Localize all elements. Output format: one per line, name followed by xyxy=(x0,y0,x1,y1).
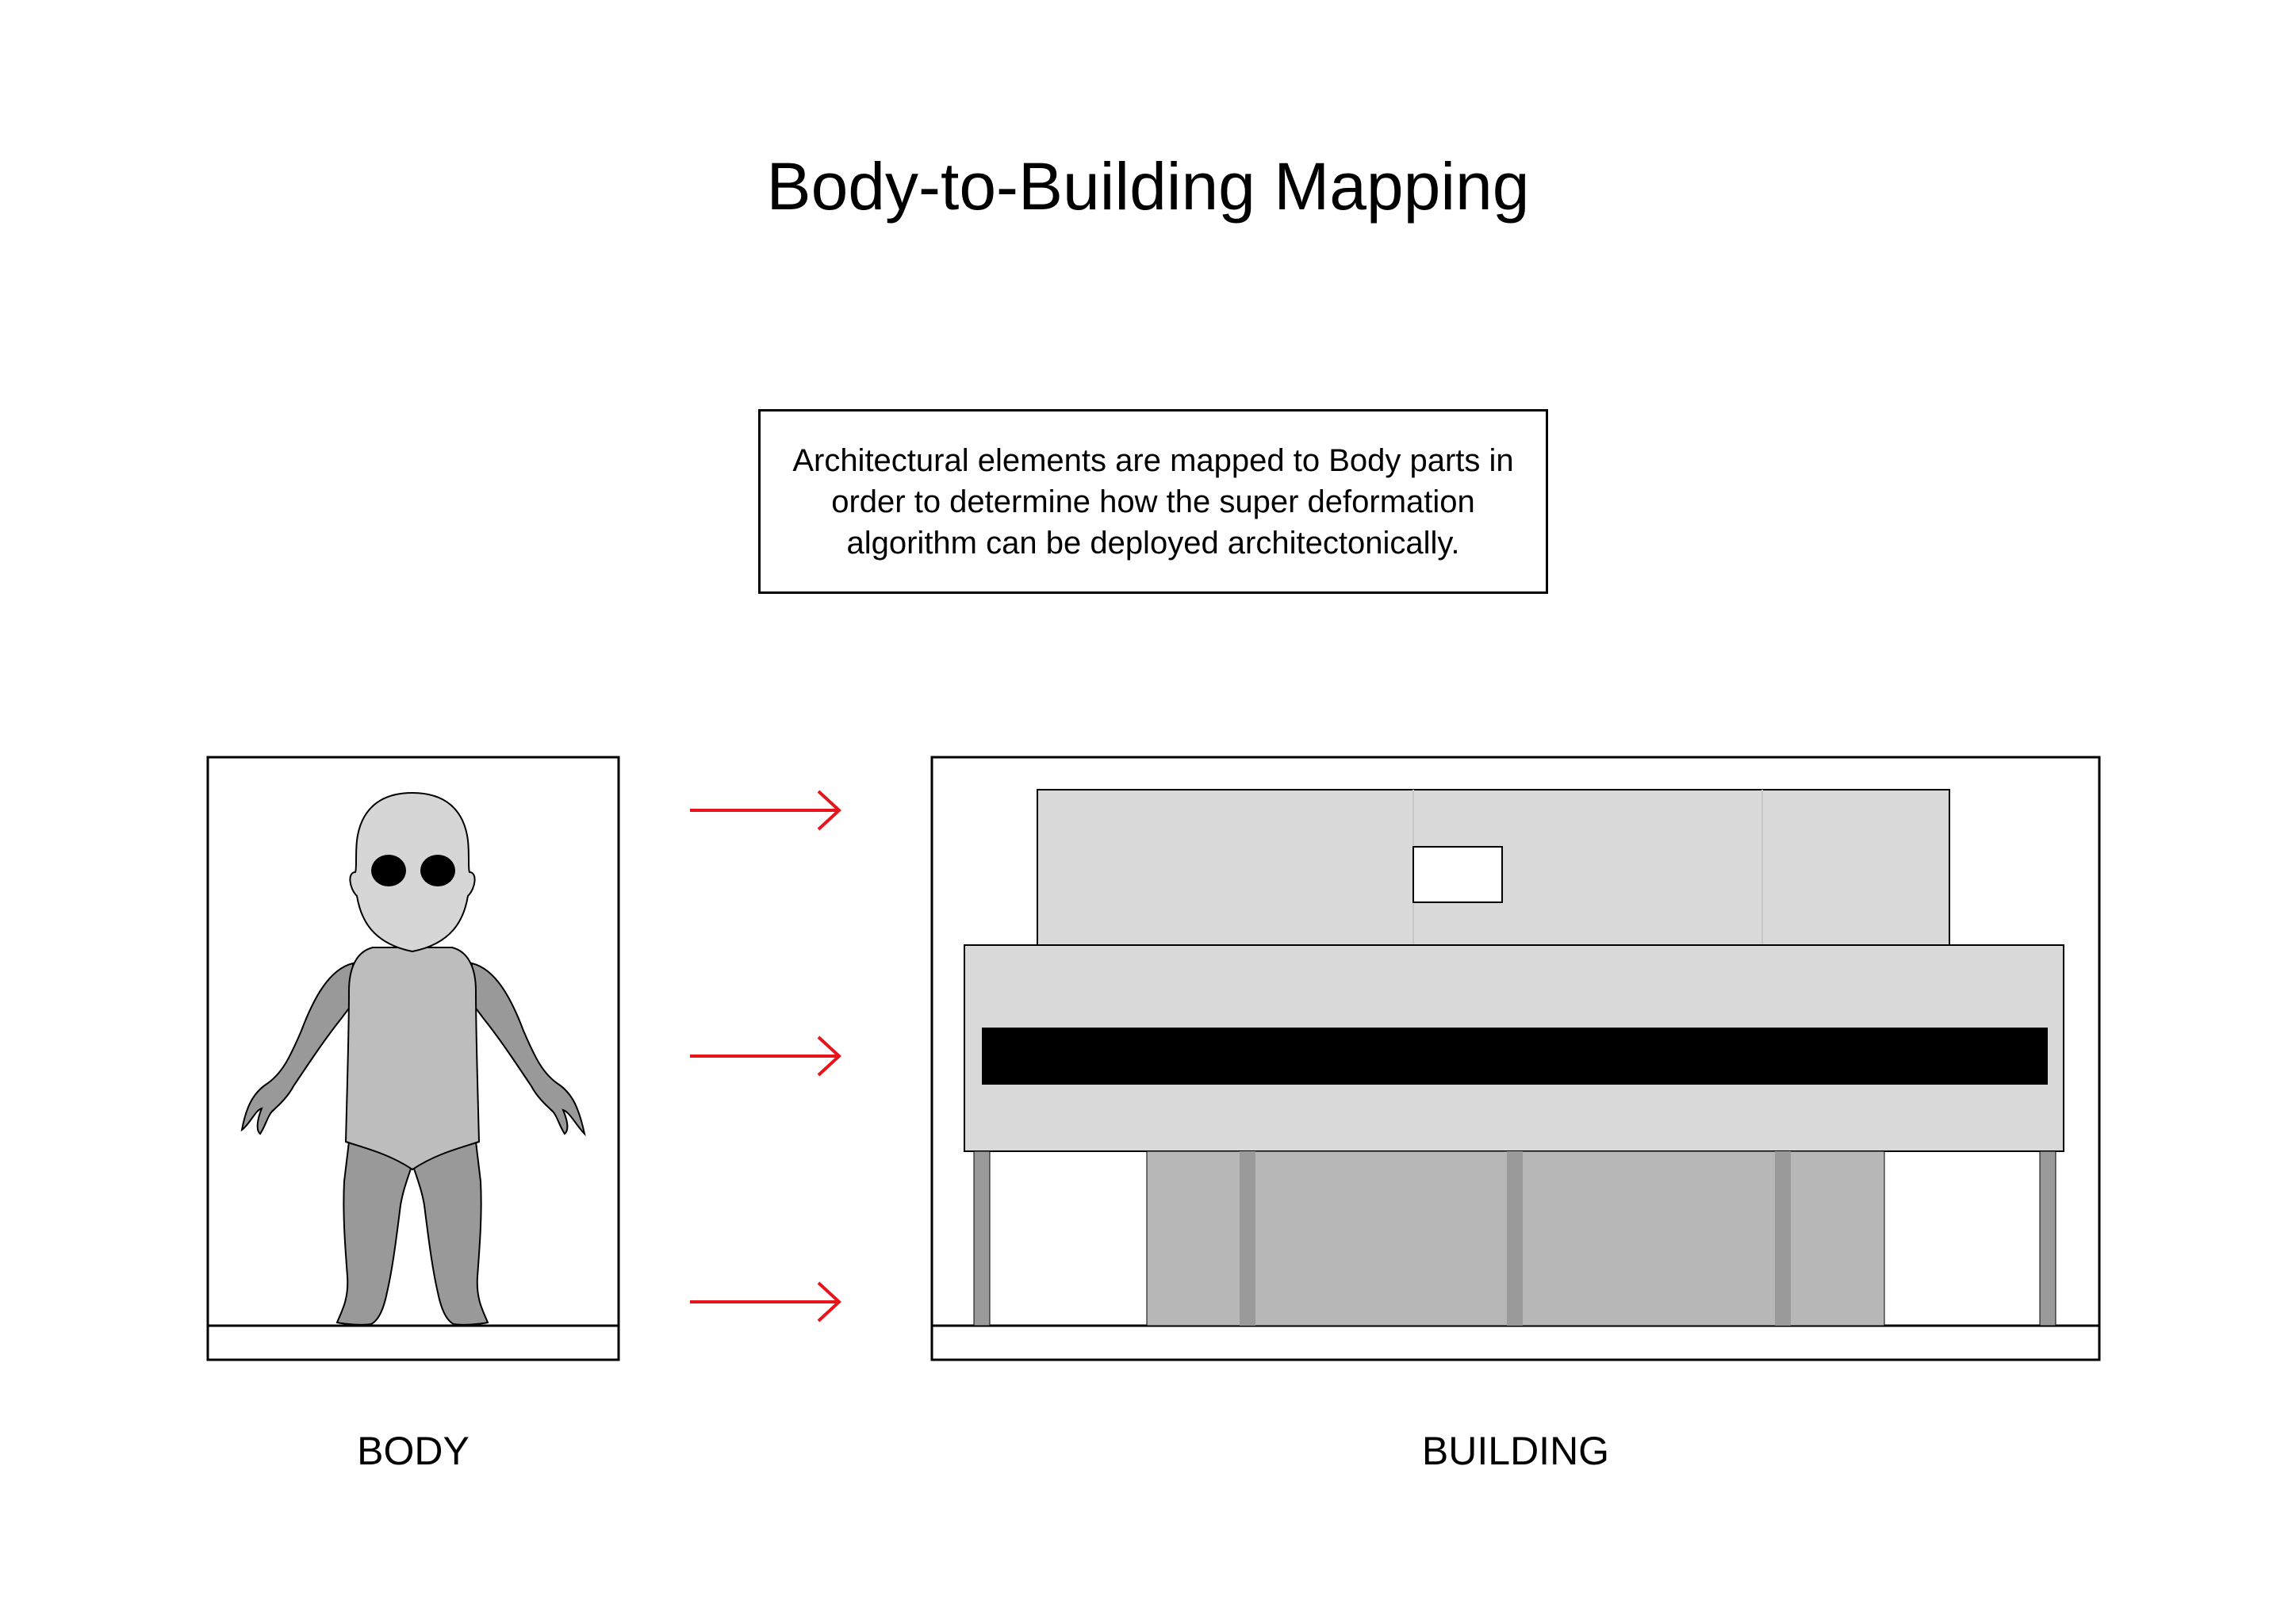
ribbon-window xyxy=(982,1028,2048,1085)
left-arm xyxy=(240,962,354,1135)
mapping-arrows xyxy=(690,790,841,1323)
baby-figure xyxy=(240,791,586,1326)
right-leg xyxy=(407,1140,489,1326)
right-eye xyxy=(420,855,455,886)
head xyxy=(349,791,476,953)
arrow-bottom xyxy=(690,1281,841,1323)
arrow-top xyxy=(690,790,841,831)
torso xyxy=(344,947,481,1171)
upper-window xyxy=(1412,846,1503,903)
body-panel xyxy=(206,756,620,1361)
right-arm xyxy=(471,962,586,1137)
ground-column-3 xyxy=(1775,1151,1791,1326)
building-panel xyxy=(930,756,2101,1361)
ground-column-2 xyxy=(1507,1151,1523,1326)
arrow-middle xyxy=(690,1035,841,1077)
description-text: Architectural elements are mapped to Bod… xyxy=(792,442,1514,561)
description-box: Architectural elements are mapped to Bod… xyxy=(758,409,1548,594)
pilotis-left xyxy=(973,1150,991,1326)
body-caption: BODY xyxy=(357,1429,470,1473)
pilotis-right xyxy=(2039,1150,2056,1326)
page-title: Body-to-Building Mapping xyxy=(766,149,1530,224)
left-eye xyxy=(371,855,406,886)
ground-column-1 xyxy=(1240,1151,1255,1326)
left-leg xyxy=(335,1140,418,1326)
building-caption: BUILDING xyxy=(1421,1429,1610,1473)
